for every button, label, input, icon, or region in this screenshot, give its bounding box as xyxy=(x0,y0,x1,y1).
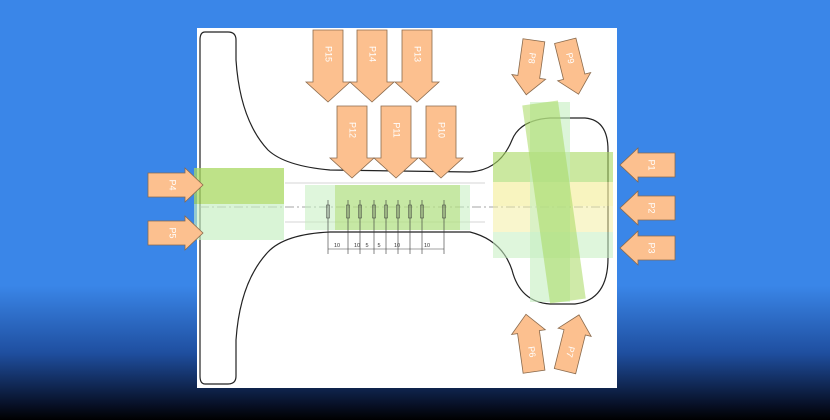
gauge-mark xyxy=(420,204,424,219)
load-arrow-p14: P14 xyxy=(348,29,396,103)
gauge-mark xyxy=(408,204,412,219)
gauge-mark xyxy=(346,204,350,219)
zone-head-inclined xyxy=(522,100,586,304)
dimension-label: 10 xyxy=(354,243,360,249)
load-arrow-p13: P13 xyxy=(393,29,441,103)
arrow-label: P2 xyxy=(647,202,657,213)
arrow-label: P13 xyxy=(413,46,423,62)
dimension-label: 10 xyxy=(334,243,340,249)
dimension-label: 5 xyxy=(365,243,368,249)
load-arrow-p7: P7 xyxy=(553,314,592,375)
load-arrow-p6: P6 xyxy=(510,313,547,374)
load-arrow-p8: P8 xyxy=(511,38,547,96)
load-arrow-p4: P4 xyxy=(147,167,204,203)
arrow-label: P11 xyxy=(392,122,402,137)
arrow-label: P1 xyxy=(647,159,657,170)
arrow-label: P15 xyxy=(324,46,334,62)
arrow-label: P6 xyxy=(526,346,537,358)
load-arrow-p5: P5 xyxy=(147,215,204,251)
dimension-labels: 10 10 5 5 10 10 xyxy=(334,243,430,249)
arrow-label: P9 xyxy=(564,52,576,65)
load-arrow-p10: P10 xyxy=(417,105,465,179)
arrow-label: P3 xyxy=(647,242,657,253)
gauge-mark xyxy=(358,204,362,219)
dimension-label: 10 xyxy=(394,243,400,249)
arrow-label: P12 xyxy=(348,122,358,138)
strain-gauge-marks xyxy=(326,200,446,254)
arrow-label: P10 xyxy=(437,122,447,138)
dimension-label: 10 xyxy=(424,243,430,249)
arrow-label: P7 xyxy=(564,345,576,358)
load-arrow-p1: P1 xyxy=(619,147,676,183)
arrow-label: P4 xyxy=(168,179,178,190)
zone-foot-lower xyxy=(194,204,284,240)
zone-web-gauges xyxy=(335,185,460,230)
gauge-mark xyxy=(384,204,388,219)
load-arrow-p12: P12 xyxy=(328,105,376,179)
load-arrow-p3: P3 xyxy=(619,230,676,266)
zone-overlays xyxy=(194,100,613,304)
zone-foot-upper xyxy=(194,168,284,204)
load-arrow-p9: P9 xyxy=(554,37,592,95)
load-arrow-p15: P15 xyxy=(304,29,352,103)
gauge-mark xyxy=(442,204,446,219)
load-arrow-p11: P11 xyxy=(372,105,420,179)
rail-profile-outline xyxy=(199,31,609,385)
arrow-label: P5 xyxy=(168,227,178,238)
gauge-mark xyxy=(326,204,330,219)
gauge-mark xyxy=(372,204,376,219)
dimension-label: 5 xyxy=(377,243,380,249)
arrow-label: P14 xyxy=(368,46,378,62)
arrow-label: P8 xyxy=(526,52,537,64)
load-arrow-p2: P2 xyxy=(619,190,676,226)
gauge-mark xyxy=(396,204,400,219)
